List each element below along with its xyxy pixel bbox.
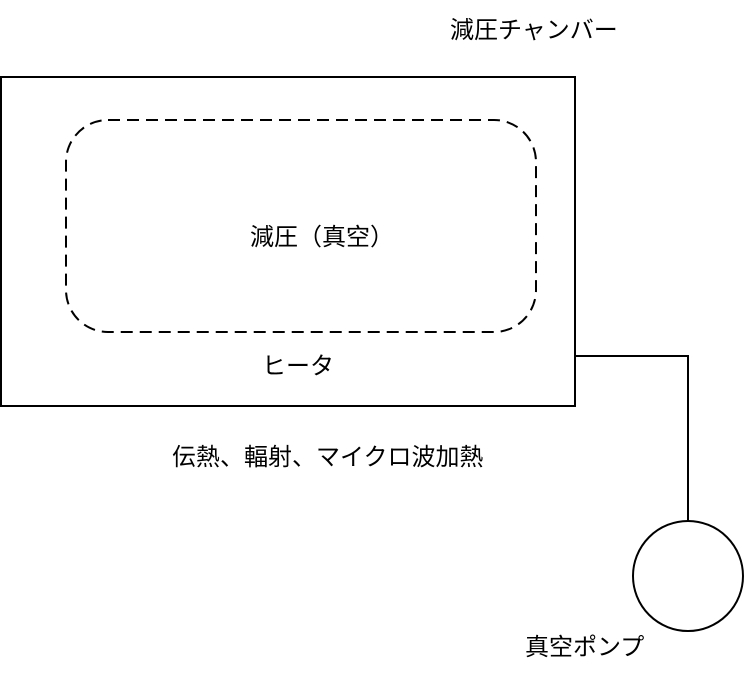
vacuum-pump-circle [632,520,744,632]
vacuum-region-dashed [65,119,537,333]
chamber-label: 減圧チャンバー [450,16,618,44]
chamber-outline [0,76,576,407]
vacuum-pump-label: 真空ポンプ [525,633,645,661]
vacuum-label: 減圧（真空） [250,223,394,251]
heater-label: ヒータ [262,352,334,380]
pump-pipe [575,355,689,522]
heating-methods-label: 伝熱、輻射、マイクロ波加熱 [172,443,484,471]
